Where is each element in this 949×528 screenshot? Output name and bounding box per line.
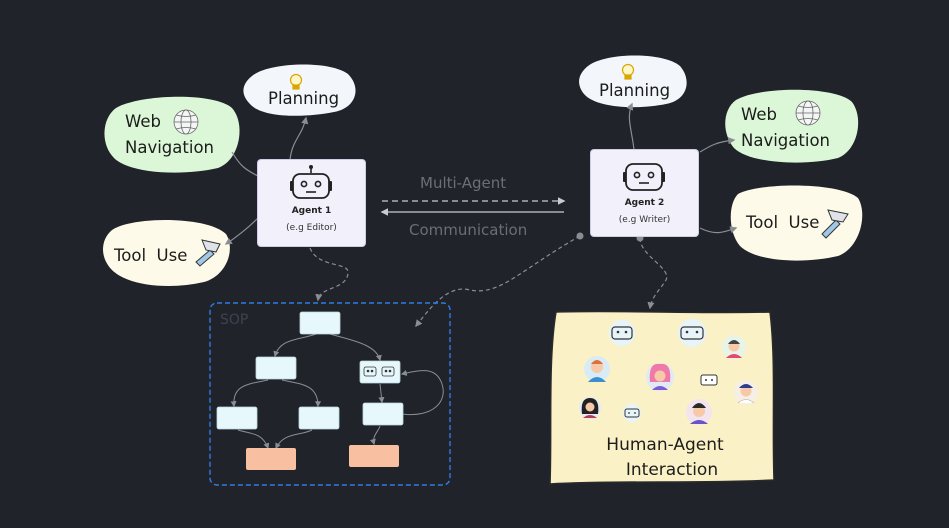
agent-2-node: Agent 2 (e.g Writer) — [591, 150, 698, 236]
robot-icon — [700, 374, 718, 386]
user-avatar-icon — [734, 380, 758, 404]
globe-icon — [173, 109, 199, 135]
tool-use-bubble-right — [730, 185, 863, 261]
hai-panel — [549, 310, 775, 485]
planning-bubble-right — [579, 55, 687, 108]
hammer-icon — [821, 209, 849, 239]
sop-leaf-node — [246, 448, 296, 470]
user-avatar-icon — [722, 335, 746, 359]
sop-node — [298, 406, 340, 430]
hai-label-line2: Interaction — [625, 460, 719, 480]
agent2-to-sop-connector — [415, 235, 581, 328]
user-avatar-icon — [579, 397, 601, 419]
sop-node — [299, 311, 341, 335]
user-avatar-icon — [646, 363, 674, 391]
tool-use-bubble-left — [103, 219, 230, 286]
agent-2-subtitle: (e.g Writer) — [618, 215, 671, 225]
agent1-to-sop-connector — [309, 247, 349, 302]
planning-label-left: Planning — [268, 89, 340, 108]
sop-node — [255, 356, 297, 380]
sop-label: SOP — [220, 312, 249, 328]
sop-node — [362, 402, 404, 426]
user-avatar-icon — [686, 399, 712, 425]
comm-label-line1: Multi-Agent — [420, 174, 507, 192]
web-navigation-bubble-left — [104, 96, 240, 173]
user-avatar-icon — [584, 356, 610, 382]
tool-use-label-left: Tool Use — [114, 246, 188, 265]
robot-icon — [609, 320, 635, 346]
hai-label-line1: Human-Agent — [606, 435, 724, 455]
robot-icon — [363, 366, 395, 377]
agent-2-title: Agent 2 — [624, 198, 665, 208]
robot-icon — [623, 163, 665, 191]
robot-icon — [290, 165, 332, 199]
web-label-right-line2: Navigation — [741, 131, 830, 150]
sop-leaf-node — [349, 445, 399, 467]
web-label-left-line2: Navigation — [125, 138, 214, 157]
planning-label-right: Planning — [599, 81, 671, 100]
bulb-icon — [621, 63, 635, 80]
comm-label-line2: Communication — [409, 221, 528, 239]
sop-node-agents — [359, 360, 401, 384]
agent-1-title: Agent 1 — [291, 206, 332, 216]
web-label-left-line1: Web — [125, 112, 161, 131]
bubble-connectors — [224, 102, 738, 245]
sop-node — [216, 406, 258, 430]
planning-bubble-left — [243, 64, 356, 116]
robot-icon — [678, 319, 706, 347]
globe-icon — [795, 100, 821, 126]
sop-frame — [209, 302, 451, 486]
hammer-icon — [195, 239, 221, 267]
agent2-to-hai-connector — [639, 237, 668, 310]
web-label-right-line1: Web — [741, 105, 777, 124]
bulb-icon — [289, 73, 303, 90]
agent-1-node: Agent 1 (e.g Editor) — [258, 160, 365, 246]
tool-use-label-right: Tool Use — [746, 213, 820, 232]
agent-1-subtitle: (e.g Editor) — [286, 223, 337, 233]
web-navigation-bubble-right — [725, 89, 859, 163]
robot-icon — [623, 404, 641, 422]
